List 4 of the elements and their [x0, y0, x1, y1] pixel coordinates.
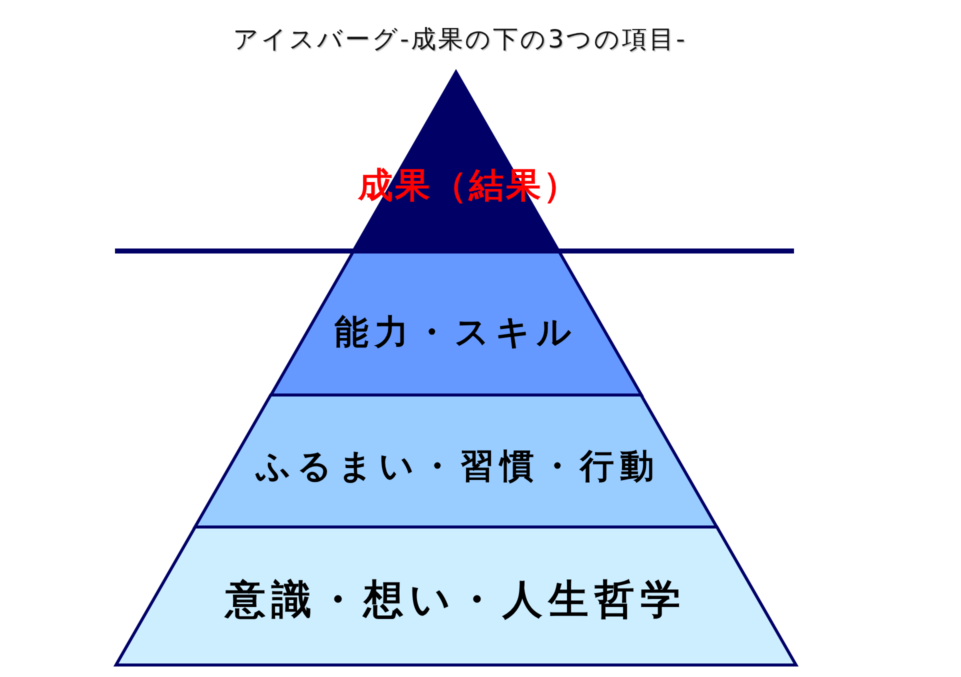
tier-label: ふるまい・習慣・行動	[256, 447, 660, 487]
tier-label: 意識・想い・人生哲学	[226, 577, 686, 623]
title: アイスバーグ-成果の下の3つの項目-	[233, 26, 687, 54]
tier-label: 能力・スキル	[334, 313, 578, 353]
